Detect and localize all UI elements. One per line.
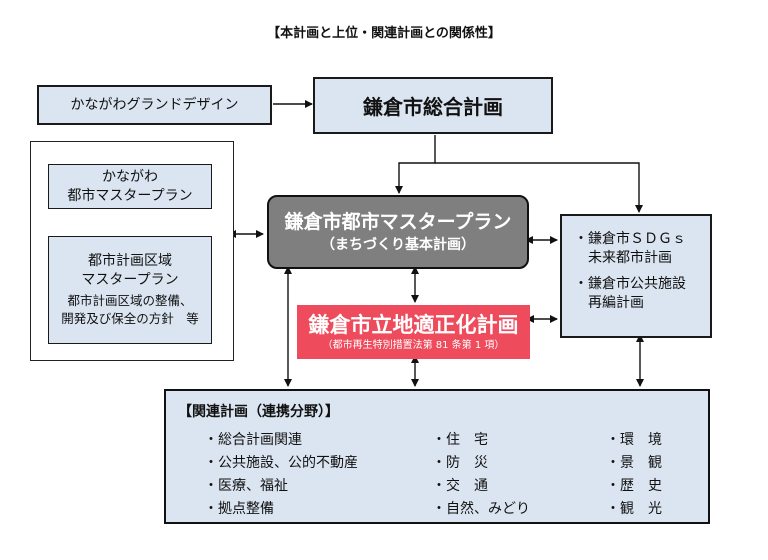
list-item: ・公共施設、公的不動産	[204, 455, 358, 471]
ritchi-tekiseika-box: 鎌倉市立地適正化計画 （都市再生特別措置法第 81 条第 1 項）	[297, 305, 530, 359]
line-sogo-split	[395, 135, 436, 194]
list-item: ・交 通	[432, 478, 488, 494]
sdgs-item1-line2: 未来都市計画	[574, 250, 672, 266]
ritchi-tekiseika-line2: （都市再生特別措置法第 81 条第 1 項）	[322, 340, 505, 351]
diagram-title: 【本計画と上位・関連計画との関係性】	[267, 26, 501, 41]
related-col2: ・住 宅 ・防 災 ・交 通 ・自然、みどり	[432, 429, 530, 521]
kuiki-line4: 開発及び保全の方針 等	[61, 311, 199, 326]
kuiki-line2: マスタープラン	[81, 272, 179, 288]
list-item: ・自然、みどり	[432, 501, 530, 517]
list-item: ・拠点整備	[204, 501, 274, 517]
sdgs-item: ・鎌倉市ＳＤＧｓ 未来都市計画	[574, 230, 710, 268]
ritchi-tekiseika-line1: 鎌倉市立地適正化計画	[308, 313, 519, 337]
sdgs-box: ・鎌倉市ＳＤＧｓ 未来都市計画 ・鎌倉市公共施設 再編計画	[560, 214, 712, 338]
related-plans-header: 【関連計画（連携分野）】	[178, 404, 339, 420]
kanagawa-grand-design-box: かながわグランドデザイン	[37, 85, 272, 125]
list-item: ・医療、福祉	[204, 478, 288, 494]
sogo-keikaku-label: 鎌倉市総合計画	[363, 95, 503, 119]
kuiki-line1: 都市計画区域	[88, 253, 172, 269]
city-master-plan-box: 鎌倉市都市マスタープラン （まちづくり基本計画）	[267, 195, 529, 269]
sdgs-item2-line1: ・鎌倉市公共施設	[574, 276, 686, 292]
sdgs-item2-line2: 再編計画	[574, 295, 644, 311]
toshi-keikaku-kuiki-box: 都市計画区域 マスタープラン 都市計画区域の整備、 開発及び保全の方針 等	[48, 236, 212, 344]
sdgs-item1-line1: ・鎌倉市ＳＤＧｓ	[574, 231, 686, 247]
related-col1: ・総合計画関連 ・公共施設、公的不動産 ・医療、福祉 ・拠点整備	[204, 429, 358, 521]
line-sogo-to-sdgs	[435, 162, 643, 213]
kanagawa-grand-design-label: かながわグランドデザイン	[70, 96, 239, 113]
kanagawa-master-plan-line2: 都市マスタープラン	[67, 187, 193, 204]
related-plans-box: 【関連計画（連携分野）】 ・総合計画関連 ・公共施設、公的不動産 ・医療、福祉 …	[164, 389, 710, 524]
list-item: ・総合計画関連	[204, 432, 302, 448]
city-master-plan-line2: （まちづくり基本計画）	[321, 237, 475, 253]
list-item: ・観 光	[606, 501, 662, 517]
kuiki-line3: 都市計画区域の整備、	[67, 293, 193, 308]
list-item: ・環 境	[606, 432, 662, 448]
list-item: ・歴 史	[606, 478, 662, 494]
list-item: ・景 観	[606, 455, 662, 471]
sogo-keikaku-box: 鎌倉市総合計画	[313, 77, 553, 134]
city-master-plan-line1: 鎌倉市都市マスタープラン	[284, 211, 512, 233]
kanagawa-master-plan-line1: かながわ	[102, 168, 158, 185]
related-col3: ・環 境 ・景 観 ・歴 史 ・観 光	[606, 429, 662, 521]
list-item: ・住 宅	[432, 432, 488, 448]
koukyou-item: ・鎌倉市公共施設 再編計画	[574, 275, 710, 313]
kanagawa-master-plan-box: かながわ 都市マスタープラン	[48, 164, 212, 209]
list-item: ・防 災	[432, 455, 488, 471]
